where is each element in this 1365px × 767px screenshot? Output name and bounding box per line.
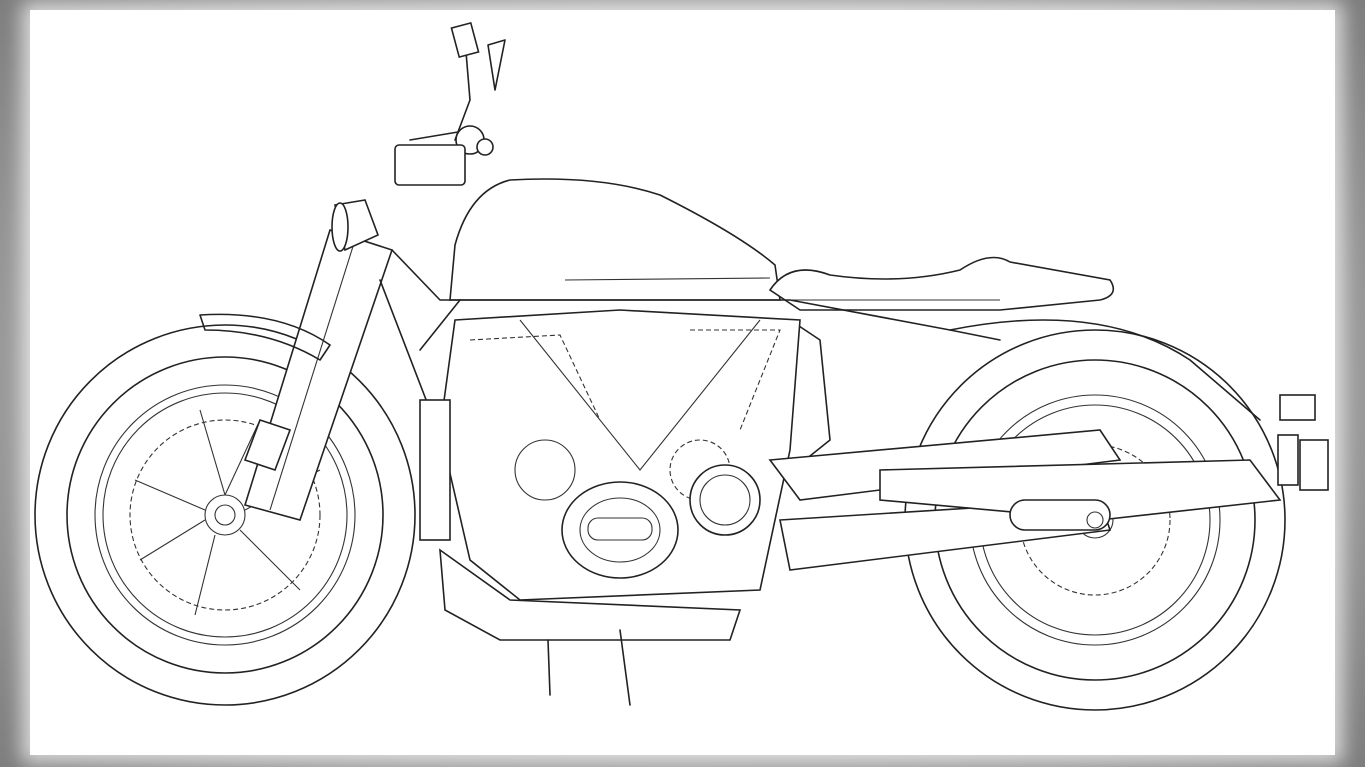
seat xyxy=(768,256,1115,311)
front-wheel xyxy=(34,324,416,706)
swingarm xyxy=(768,429,1282,571)
fuel-tank xyxy=(449,178,781,301)
tail-light xyxy=(1277,394,1329,491)
headlight xyxy=(331,199,380,252)
handlebar xyxy=(394,21,506,186)
kickstand xyxy=(547,629,631,706)
engine xyxy=(419,309,801,641)
rear-fender xyxy=(949,319,1261,421)
front-fork xyxy=(199,228,394,521)
